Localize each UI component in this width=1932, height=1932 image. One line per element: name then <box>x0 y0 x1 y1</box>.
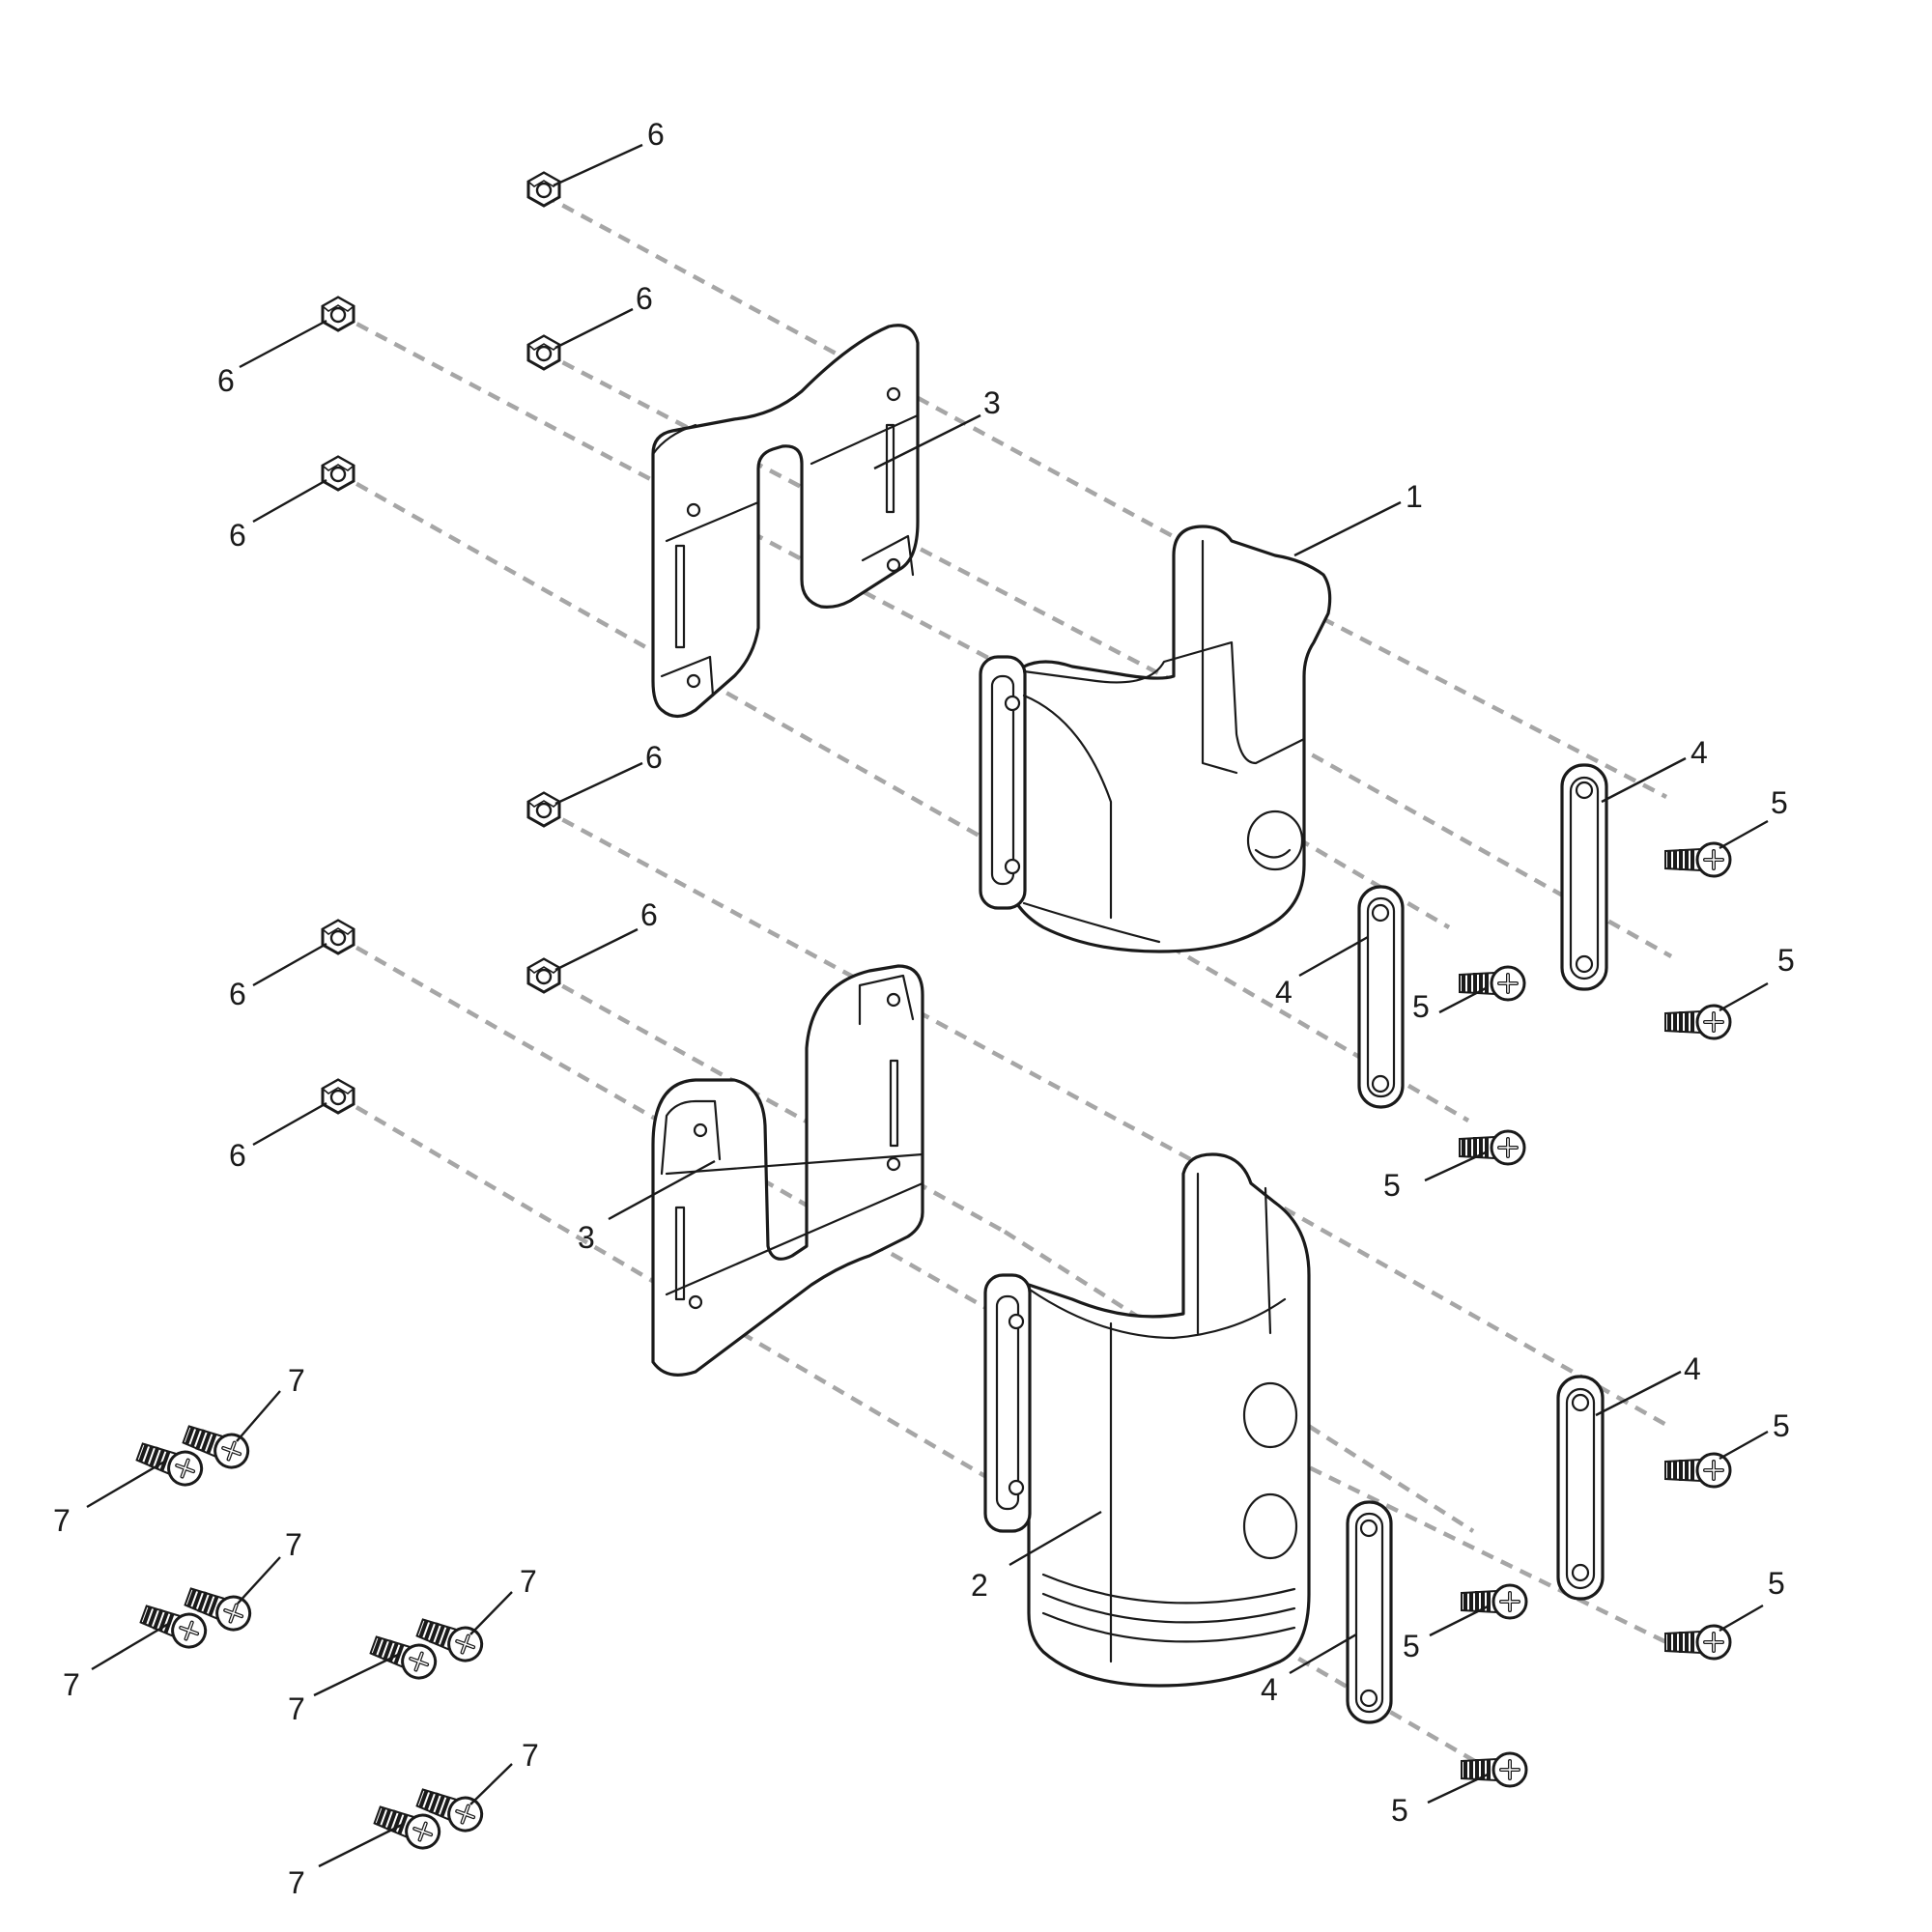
strip-part-4-upper-right <box>1560 763 1608 991</box>
callout-label-7: 7 <box>53 1503 71 1538</box>
callout-label-6: 6 <box>647 117 665 152</box>
callout-label-6: 6 <box>640 897 658 932</box>
callout-label-3: 3 <box>578 1220 595 1255</box>
callout-label-5: 5 <box>1383 1168 1401 1203</box>
callout-label-5: 5 <box>1771 785 1788 820</box>
hex-nut-icon <box>526 957 561 994</box>
upper-holder-part-1 <box>979 525 1332 953</box>
callout-label-4: 4 <box>1275 975 1293 1009</box>
callout-label-6: 6 <box>217 363 235 398</box>
callout-label-5: 5 <box>1777 943 1795 978</box>
hex-nut-icon <box>321 919 355 955</box>
callout-label-6: 6 <box>645 740 663 775</box>
callout-label-5: 5 <box>1412 989 1430 1024</box>
callout-label-6: 6 <box>229 1138 246 1173</box>
hex-nut-icon <box>526 791 561 828</box>
strip-part-4-lower-middle <box>1346 1500 1393 1724</box>
callout-label-2: 2 <box>971 1568 988 1603</box>
callout-label-5: 5 <box>1391 1793 1408 1828</box>
strip-part-4-lower-right <box>1556 1375 1605 1601</box>
machine-screw-icon <box>1460 1583 1528 1620</box>
callout-labels: 6 6 6 6 6 6 6 6 3 3 1 2 4 4 4 4 5 5 5 5 … <box>53 117 1795 1900</box>
callout-label-7: 7 <box>285 1527 302 1562</box>
callout-label-4: 4 <box>1261 1672 1278 1707</box>
callout-label-4: 4 <box>1684 1351 1701 1386</box>
leader-lines <box>86 143 1769 1868</box>
lower-holder-part-2 <box>983 1152 1311 1688</box>
callout-label-7: 7 <box>288 1865 305 1900</box>
strip-part-4-upper-middle <box>1357 885 1405 1109</box>
callout-label-7: 7 <box>520 1564 537 1599</box>
upper-bracket-part-3 <box>651 324 920 719</box>
callout-label-5: 5 <box>1403 1629 1420 1663</box>
callout-label-6: 6 <box>229 977 246 1011</box>
hex-nut-icon <box>526 171 561 208</box>
callout-label-7: 7 <box>63 1667 80 1702</box>
callout-label-5: 5 <box>1768 1566 1785 1601</box>
callout-label-7: 7 <box>288 1691 305 1726</box>
machine-screw-icon <box>1458 965 1526 1002</box>
callout-label-7: 7 <box>288 1363 305 1398</box>
hex-nut-icon <box>321 455 355 492</box>
callout-label-6: 6 <box>229 518 246 553</box>
hex-nut-icon <box>321 296 355 332</box>
callout-label-1: 1 <box>1406 479 1423 514</box>
callout-label-4: 4 <box>1690 735 1708 770</box>
lower-bracket-part-3 <box>651 964 924 1377</box>
callout-label-7: 7 <box>522 1738 539 1773</box>
callout-label-5: 5 <box>1773 1408 1790 1443</box>
callout-label-3: 3 <box>983 385 1001 420</box>
hex-nut-icon <box>321 1078 355 1115</box>
hex-nut-icon <box>526 334 561 371</box>
callout-label-6: 6 <box>636 281 653 316</box>
